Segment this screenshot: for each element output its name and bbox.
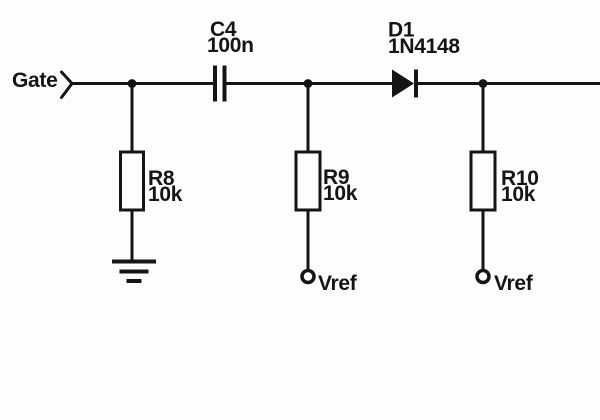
r9-designator-label: R9	[323, 166, 349, 189]
c4-designator-label: C4	[210, 18, 237, 41]
resistor-r10: R10 10k	[469, 82, 539, 271]
diode-anode-triangle-icon	[392, 69, 414, 98]
r10-value-label: 10k	[501, 183, 536, 206]
vref-left-label: Vref	[318, 272, 358, 295]
d1-value-label: 1N4148	[388, 35, 460, 58]
vref-left-pin-circle-icon	[300, 268, 316, 285]
vref-terminal-left: Vref	[300, 268, 358, 295]
resistor-r9: R9 10k	[294, 82, 358, 271]
r8-body	[119, 150, 145, 212]
diode-d1: D1 1N4148	[388, 19, 461, 98]
ground-symbol-icon	[112, 259, 156, 283]
r9-body	[294, 150, 322, 212]
r8-value-label: 10k	[148, 183, 183, 206]
vref-terminal-right: Vref	[475, 268, 534, 295]
vref-right-label: Vref	[494, 272, 534, 295]
input-pin-icon	[60, 70, 74, 99]
r10-body	[469, 150, 497, 212]
resistor-r8: R8 10k	[119, 82, 183, 263]
r10-designator-label: R10	[501, 167, 539, 190]
r8-designator-label: R8	[148, 167, 175, 190]
c4-value-label: 100n	[207, 34, 254, 57]
gate-net-label: Gate	[12, 69, 58, 92]
r9-value-label: 10k	[323, 182, 358, 205]
vref-right-pin-circle-icon	[475, 268, 491, 285]
d1-designator-label: D1	[388, 19, 415, 42]
capacitor-c4: C4 100n	[207, 18, 254, 102]
